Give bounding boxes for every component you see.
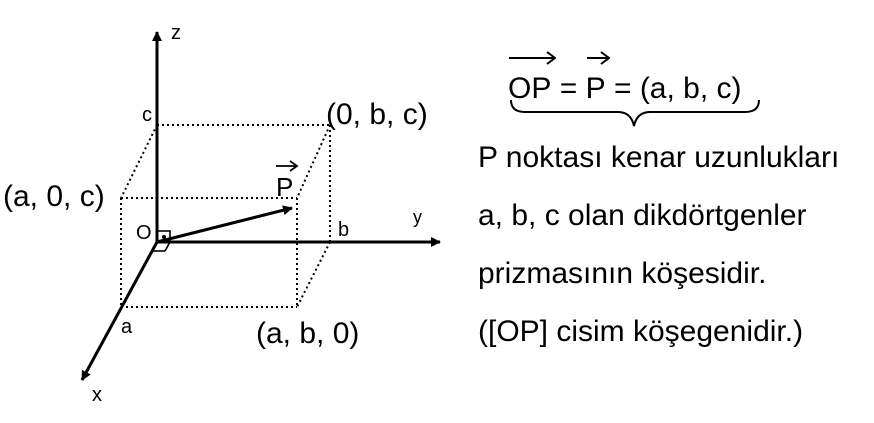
vector-op [156,205,293,244]
edge-b-to-ab0 [296,241,331,308]
tick-label-b: b [338,219,349,241]
prism-dotted-edges [120,124,331,308]
corner-label-ab0: (a, b, 0) [256,317,359,350]
vector-p-label: P [276,172,293,202]
tick-label-c: c [142,104,152,126]
formula-mid: P [585,72,606,105]
vector-p-term: P [585,51,610,106]
origin-label: O [136,222,152,244]
vector-op-arrow-icon [509,51,556,65]
formula-equals-1: = [559,72,578,105]
description-line-3: prizmasının köşesidir. [478,257,767,290]
formula-equals-2: = [613,72,632,105]
formula-rhs: (a, b, c) [639,72,742,105]
vector-p-arrow-icon [276,160,299,172]
corner-label-a0c: (a, 0, c) [3,180,105,213]
y-axis-label: y [413,207,422,227]
x-axis-label: x [92,384,102,406]
formula-op-equals-p: OP = P = (a, b, c) [508,51,742,106]
description-line-4: ([OP] cisim köşegenidir.) [478,315,804,348]
description-line-2: a, b, c olan dikdörtgenler [478,199,807,232]
z-axis-label: z [171,22,181,44]
tick-label-a: a [121,316,133,338]
formula-brace [510,99,760,127]
formula-lhs: OP [508,72,552,105]
corner-label-0bc: (0, b, c) [326,98,428,131]
vector-p-formula-arrow-icon [586,51,610,65]
edge-c-to-a0c [120,124,158,199]
description-line-1: P noktası kenar uzunlukları [478,141,840,174]
edge-0bc-to-p [296,124,331,199]
vector-op-term: OP [508,51,556,106]
right-angle-marker [151,230,171,252]
x-axis [80,241,159,381]
